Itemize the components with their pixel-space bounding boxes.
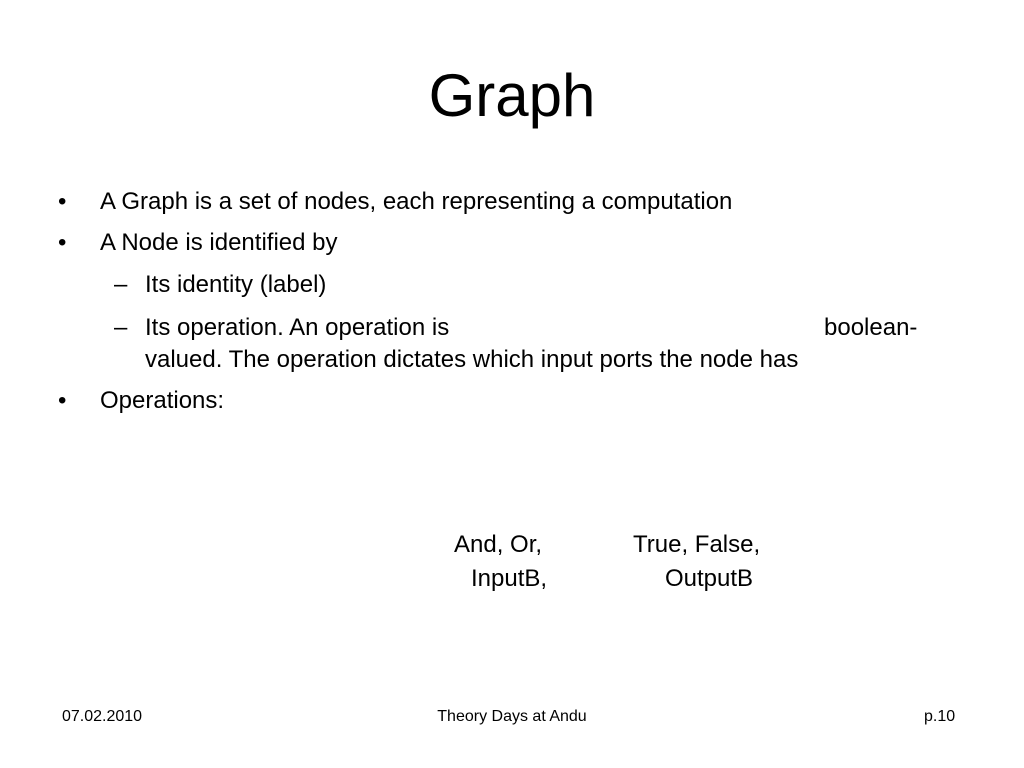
bullet-marker: • (58, 387, 67, 414)
bullet-text-operations: Operations: (100, 387, 225, 414)
sub-bullet-text-operation-line2: valued. The operation dictates which inp… (145, 346, 799, 373)
bullet-text-node: A Node is identified by (100, 229, 338, 256)
sub-bullet-text-identity: Its identity (label) (145, 271, 327, 298)
operation-true-false: True, False, (633, 531, 761, 558)
footer-page-number: p.10 (924, 708, 956, 725)
operation-and-or: And, Or, (454, 531, 543, 558)
operation-outputb: OutputB (665, 565, 754, 592)
slide-title: Graph (428, 62, 596, 129)
bullet-text-graph: A Graph is a set of nodes, each represen… (100, 188, 733, 215)
bullet-marker: • (58, 188, 67, 215)
sub-bullet-text-operation-left: Its operation. An operation is (145, 314, 450, 341)
dash-marker: – (114, 314, 128, 341)
bullet-marker: • (58, 229, 67, 256)
footer-date: 07.02.2010 (62, 708, 143, 725)
sub-bullet-text-operation-right: boolean- (824, 314, 918, 341)
footer-event: Theory Days at Andu (437, 708, 587, 725)
dash-marker: – (114, 271, 128, 298)
operation-inputb: InputB, (471, 565, 548, 592)
